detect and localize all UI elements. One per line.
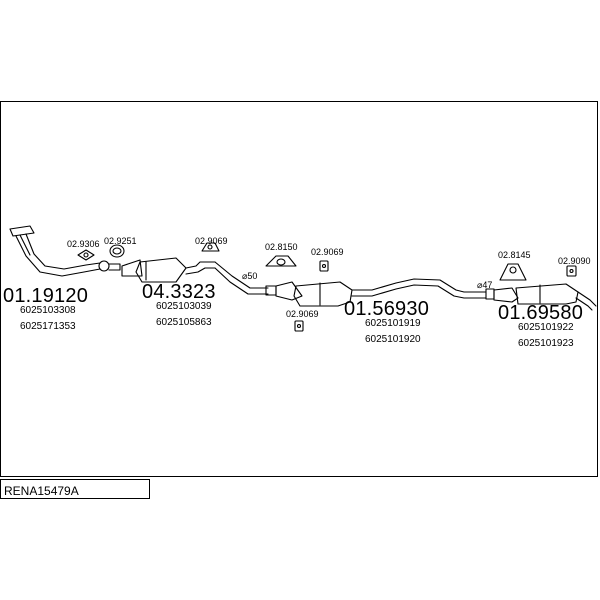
accessory-rubber-1 [319, 260, 329, 272]
accessory-clamp-1 [77, 249, 95, 261]
diameter-label: ⌀47 [477, 280, 493, 290]
accessory-label: 02.9069 [311, 247, 344, 257]
diagram-code-box: RENA15479A [0, 479, 150, 499]
diagram-frame [0, 101, 598, 477]
accessory-label: 02.9251 [104, 236, 137, 246]
diameter-label: ⌀50 [242, 271, 258, 281]
accessory-label: 02.8145 [498, 250, 531, 260]
accessory-label: 02.9090 [558, 256, 591, 266]
part-number: 6025101919 [365, 318, 421, 329]
accessory-label: 02.8150 [265, 242, 298, 252]
accessory-label: 02.9069 [286, 309, 319, 319]
part-number: 6025171353 [20, 321, 76, 332]
accessory-label: 02.9069 [195, 236, 228, 246]
part-code: 01.56930 [344, 298, 430, 320]
accessory-rubber-3 [566, 265, 577, 277]
part-code: 04.3323 [142, 281, 216, 303]
part-number: 6025101920 [365, 334, 421, 345]
accessory-hanger-2 [265, 255, 297, 267]
part-code: 01.19120 [3, 285, 89, 307]
part-number: 6025101922 [518, 322, 574, 333]
accessory-rubber-2 [294, 320, 304, 332]
accessory-ring-1 [109, 244, 125, 258]
middle-silencer-drawing [275, 278, 487, 307]
accessory-label: 02.9306 [67, 239, 100, 249]
catalyst-drawing [121, 257, 216, 283]
accessory-hanger-1 [201, 242, 220, 252]
diagram-code: RENA15479A [4, 484, 79, 498]
part-code: 01.69580 [498, 302, 584, 324]
accessory-hanger-3 [499, 263, 527, 281]
rear-silencer-drawing [485, 283, 597, 311]
part-number: 6025103039 [156, 301, 212, 312]
part-number: 6025103308 [20, 305, 76, 316]
front-pipe-drawing [9, 225, 121, 277]
part-number: 6025101923 [518, 338, 574, 349]
part-number: 6025105863 [156, 317, 212, 328]
